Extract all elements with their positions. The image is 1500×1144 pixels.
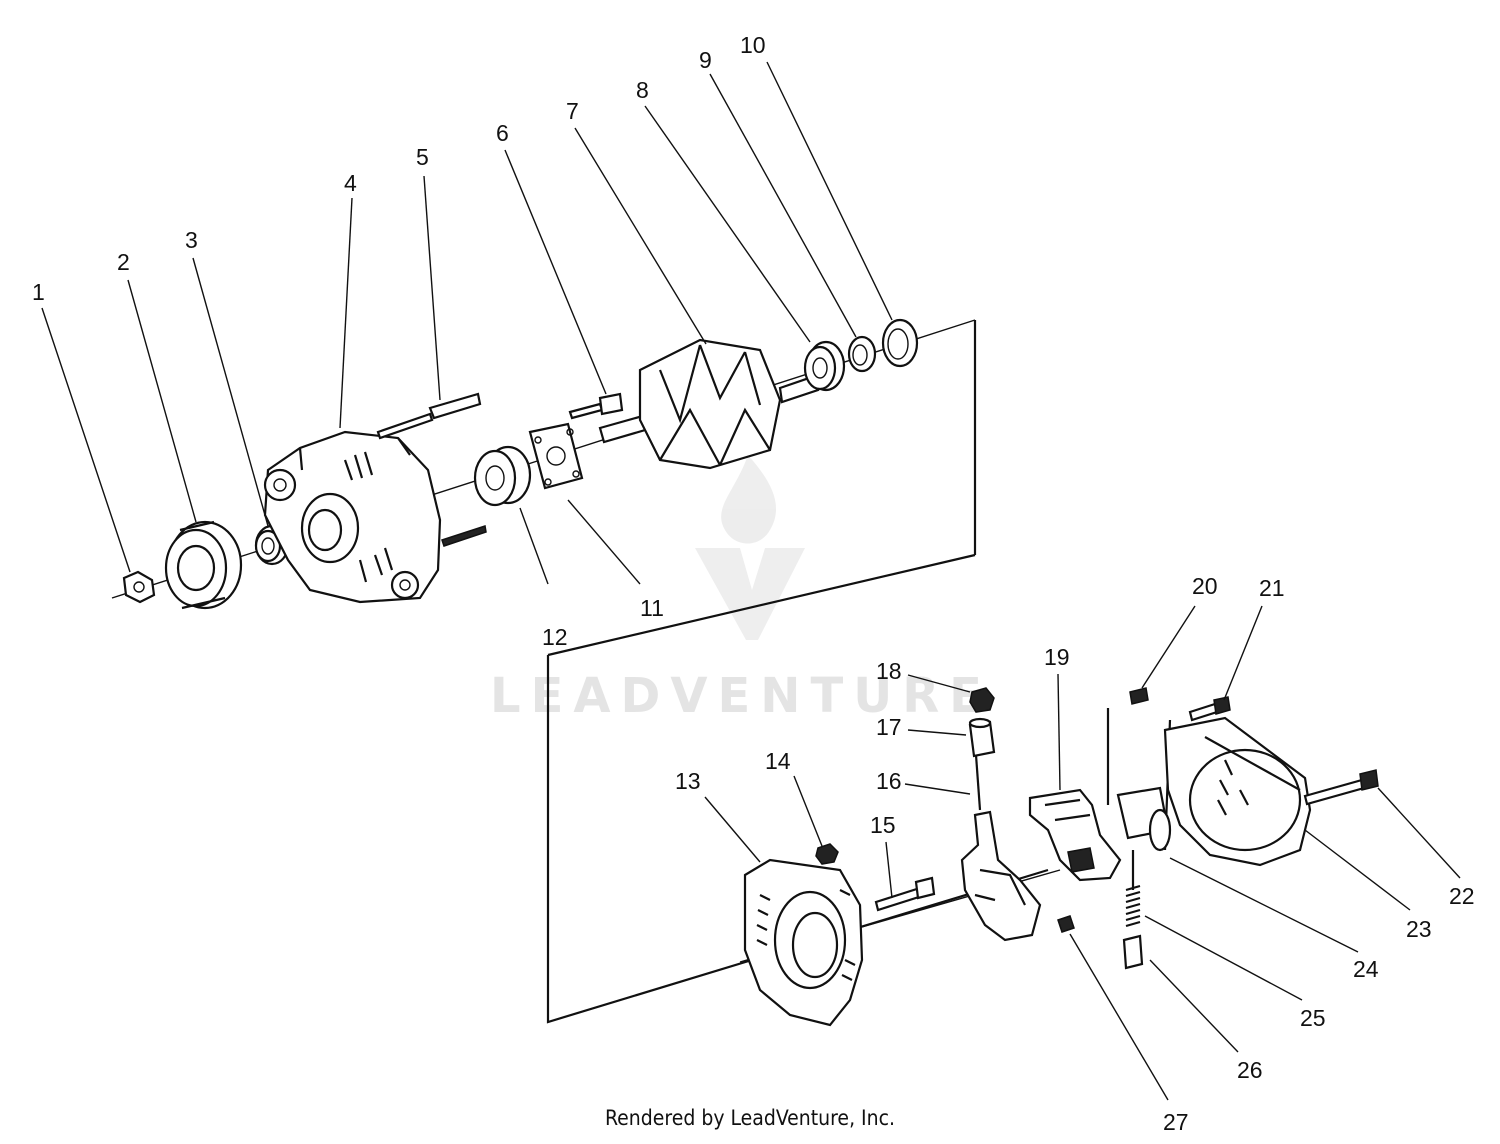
part-27-screw <box>1057 915 1075 933</box>
callout-4: 4 <box>344 170 357 196</box>
callout-14: 14 <box>765 748 791 774</box>
part-3-spacer <box>254 524 290 566</box>
part-1-nut <box>122 570 156 604</box>
callout-19: 19 <box>1044 644 1070 670</box>
callout-27: 27 <box>1163 1109 1189 1135</box>
callout-16: 16 <box>876 768 902 794</box>
footer-credit-text: Rendered by LeadVenture, Inc. <box>605 1106 895 1130</box>
part-19-regulator <box>1028 788 1122 882</box>
part-21-screw <box>1188 696 1231 722</box>
part-2-pulley <box>164 520 243 610</box>
part-23-rear-cover <box>1163 716 1312 867</box>
callout-12: 12 <box>542 624 568 650</box>
callout-10: 10 <box>740 32 766 58</box>
part-5-through-bolt <box>376 392 482 440</box>
part-14-nut <box>815 843 839 865</box>
part-22-bolt <box>1303 769 1379 806</box>
part-25-spring <box>1125 850 1141 928</box>
leader-lines <box>41 61 1461 1101</box>
part-12-front-bearing <box>473 445 532 507</box>
part-24-brush-holder <box>1106 708 1172 852</box>
callout-17: 17 <box>876 714 902 740</box>
part-8-rear-bearing <box>803 340 846 392</box>
callout-2: 2 <box>117 249 130 275</box>
part-11-retainer-plate <box>528 422 584 490</box>
callout-labels: 1 2 3 4 5 6 7 8 9 10 11 12 13 14 15 16 1… <box>32 32 1475 1135</box>
part-16-rectifier-holder <box>960 754 1042 942</box>
part-7-rotor <box>598 338 820 470</box>
callout-24: 24 <box>1353 956 1379 982</box>
callout-11: 11 <box>640 595 664 621</box>
callout-13: 13 <box>675 768 701 794</box>
callout-18: 18 <box>876 658 902 684</box>
v-logo-icon <box>695 548 805 640</box>
callout-22: 22 <box>1449 883 1475 909</box>
callout-9: 9 <box>699 47 712 73</box>
callout-25: 25 <box>1300 1005 1326 1031</box>
watermark-text: LEADVENTURE <box>490 668 992 724</box>
callout-26: 26 <box>1237 1057 1263 1083</box>
callout-15: 15 <box>870 812 896 838</box>
callout-21: 21 <box>1259 575 1285 601</box>
callout-6: 6 <box>496 120 509 146</box>
callout-20: 20 <box>1192 573 1218 599</box>
flame-logo-icon <box>721 455 777 544</box>
callout-3: 3 <box>185 227 198 253</box>
part-17-insulator <box>968 717 996 758</box>
part-15-bolt <box>874 876 936 912</box>
part-10-ring <box>881 318 919 368</box>
callout-1: 1 <box>32 279 45 305</box>
part-13-rectifier-end-frame <box>743 858 864 1027</box>
callout-8: 8 <box>636 77 649 103</box>
callout-23: 23 <box>1406 916 1432 942</box>
part-20-screw <box>1129 687 1149 705</box>
part-9-washer <box>847 335 877 373</box>
part-4-drive-end-frame <box>263 430 487 604</box>
part-26-brush <box>1122 934 1144 970</box>
part-18-nut <box>969 687 995 713</box>
callout-5: 5 <box>416 144 429 170</box>
connection-frame <box>546 320 1049 1024</box>
footer-credit: Rendered by LeadVenture, Inc. <box>0 1106 1500 1130</box>
leadventure-watermark: LEADVENTURE <box>490 455 992 724</box>
part-6-screw <box>568 392 624 420</box>
callout-7: 7 <box>566 98 579 124</box>
